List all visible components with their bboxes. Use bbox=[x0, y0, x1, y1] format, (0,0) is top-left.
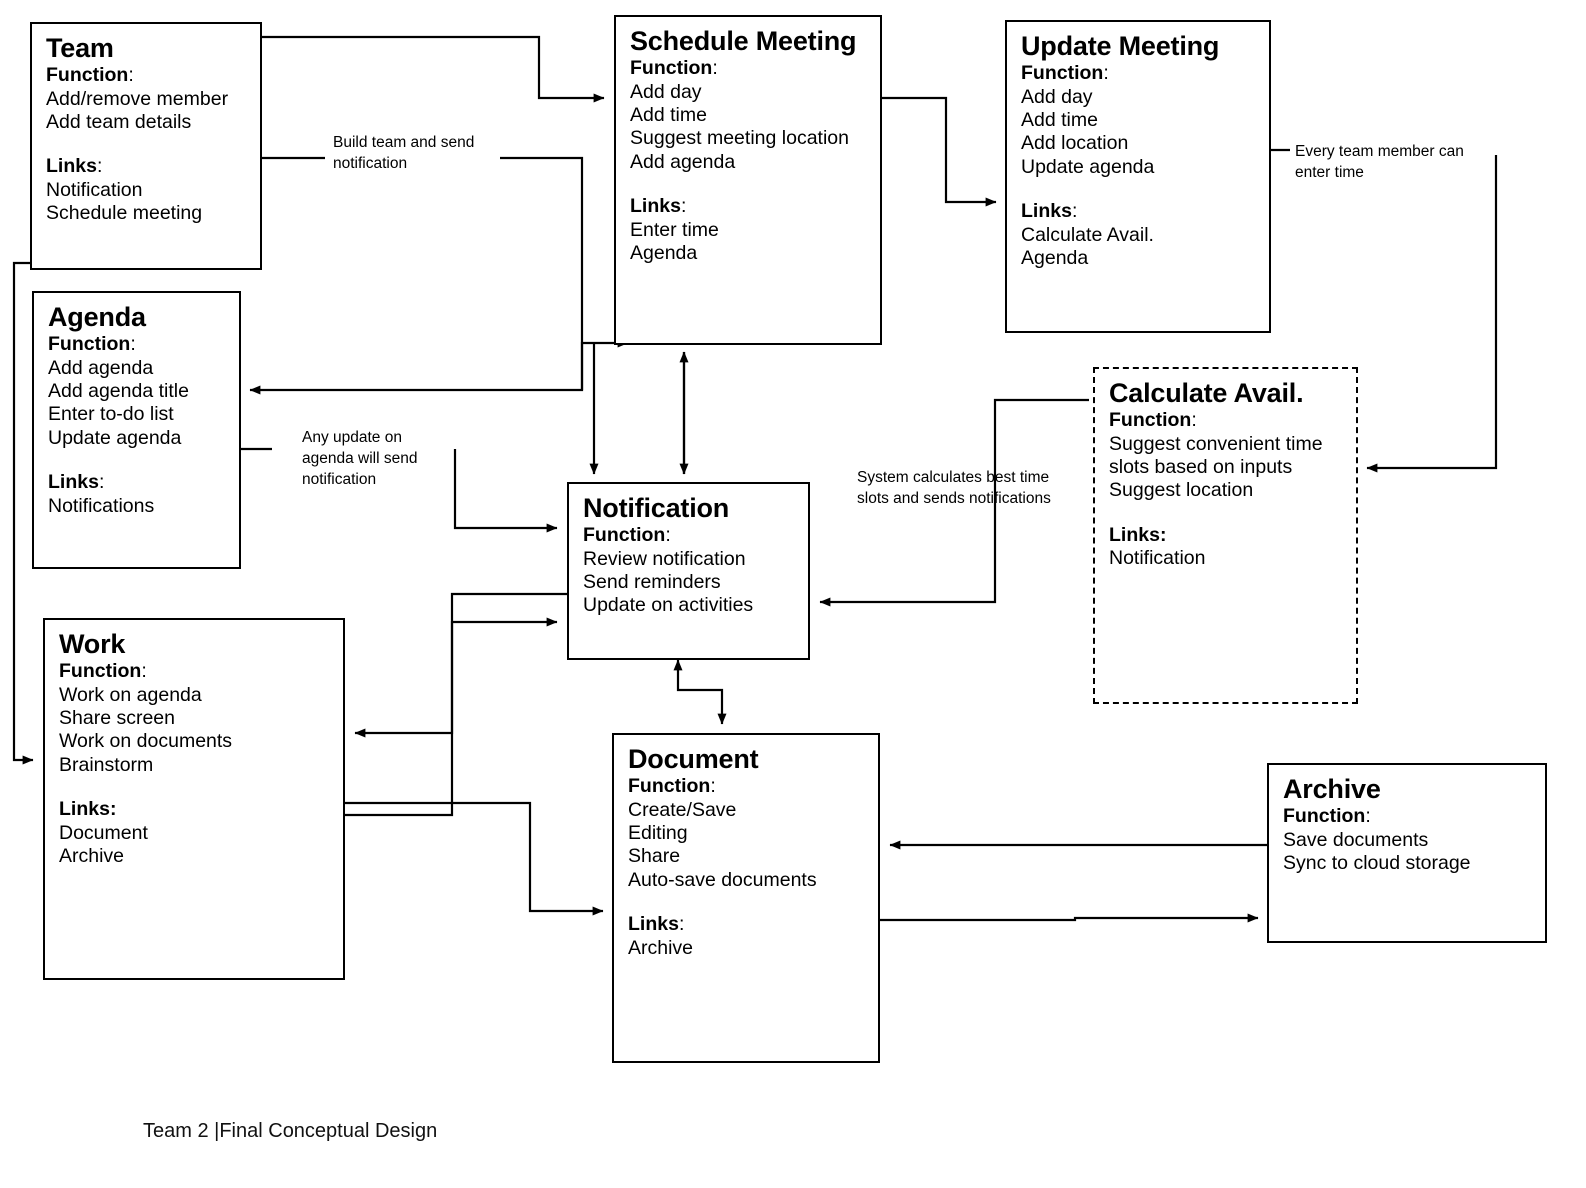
node-schedule-meeting-function-item: Add agenda bbox=[630, 150, 736, 173]
node-work-function-item: Brainstorm bbox=[59, 753, 154, 776]
spacer bbox=[48, 450, 239, 471]
edge-team-to-schedule-meeting bbox=[262, 35, 605, 103]
edge-into-schedule-meeting-bottom bbox=[580, 338, 629, 390]
node-team-link-item: Notification bbox=[46, 178, 143, 201]
node-agenda-function-item: Update agenda bbox=[48, 426, 182, 449]
node-schedule-meeting-function-item: Suggest meeting location bbox=[630, 127, 849, 150]
node-document-title: Document bbox=[628, 744, 759, 774]
edge-document-to-archive bbox=[880, 913, 1259, 923]
node-document-function-item: Editing bbox=[628, 821, 688, 844]
node-document-function-label: Function: bbox=[628, 775, 716, 798]
node-agenda-function-item: Enter to-do list bbox=[48, 403, 174, 426]
node-update-meeting-link-item: Calculate Avail. bbox=[1021, 223, 1154, 246]
node-team-function-item: Add/remove member bbox=[46, 87, 229, 110]
node-archive-title: Archive bbox=[1283, 774, 1381, 804]
edge-label-system-calculates: System calculates best time slots and se… bbox=[857, 469, 1051, 507]
node-document[interactable]: Document Function: Create/Save Editing S… bbox=[612, 733, 880, 1063]
edge-work-to-notification bbox=[345, 617, 558, 817]
node-update-meeting-function-label: Function: bbox=[1021, 62, 1109, 85]
node-calculate-avail-title: Calculate Avail. bbox=[1109, 378, 1304, 408]
node-agenda-links-label: Links: bbox=[48, 471, 105, 494]
node-schedule-meeting-function-item: Add time bbox=[630, 103, 707, 126]
node-work-function-item: Share screen bbox=[59, 706, 175, 729]
node-work-link-item: Document bbox=[59, 821, 148, 844]
spacer bbox=[1109, 503, 1356, 524]
edge-schedule-to-update-meeting bbox=[882, 96, 997, 207]
node-notification[interactable]: Notification Function: Review notificati… bbox=[567, 482, 810, 660]
node-agenda-function-item: Add agenda bbox=[48, 356, 154, 379]
node-notification-title: Notification bbox=[583, 493, 730, 523]
node-calculate-avail-function-label: Function: bbox=[1109, 409, 1197, 432]
node-update-meeting-link-item: Agenda bbox=[1021, 246, 1089, 269]
edge-label-every-team-member: Every team member can enter time bbox=[1295, 143, 1464, 181]
node-schedule-meeting-link-item: Agenda bbox=[630, 241, 698, 264]
node-document-links-label: Links: bbox=[628, 913, 685, 936]
node-schedule-meeting-links-label: Links: bbox=[630, 195, 687, 218]
node-schedule-meeting-function-label: Function: bbox=[630, 57, 718, 80]
spacer bbox=[628, 892, 878, 913]
node-agenda-function-label: Function: bbox=[48, 333, 136, 356]
edge-team-to-work bbox=[12, 261, 34, 765]
node-update-meeting[interactable]: Update Meeting Function: Add day Add tim… bbox=[1005, 20, 1271, 333]
node-notification-function-label: Function: bbox=[583, 524, 671, 547]
node-team-link-item: Schedule meeting bbox=[46, 202, 203, 225]
spacer bbox=[46, 134, 260, 155]
node-agenda-link-item: Notifications bbox=[48, 494, 155, 517]
node-work-title: Work bbox=[59, 629, 126, 659]
node-notification-function-item: Update on activities bbox=[583, 594, 754, 617]
node-update-meeting-function-item: Update agenda bbox=[1021, 155, 1155, 178]
node-team-function-label: Function: bbox=[46, 64, 134, 87]
node-archive-function-item: Save documents bbox=[1283, 828, 1429, 851]
node-work-links-label: Links: bbox=[59, 798, 117, 821]
edge-work-to-document bbox=[345, 801, 604, 916]
node-calculate-avail-link-item: Notification bbox=[1109, 547, 1206, 570]
edge-label-any-update: Any update on agenda will send notificat… bbox=[302, 429, 418, 488]
node-agenda[interactable]: Agenda Function: Add agenda Add agenda t… bbox=[32, 291, 241, 569]
edge-label-build-team: Build team and send notification bbox=[333, 134, 475, 172]
edge-team-to-agenda-2 bbox=[249, 156, 584, 395]
edge-notification-to-document bbox=[676, 668, 727, 725]
node-archive[interactable]: Archive Function: Save documents Sync to… bbox=[1267, 763, 1547, 943]
node-document-function-item: Create/Save bbox=[628, 798, 737, 821]
edge-update-to-calculate-avail bbox=[1366, 155, 1498, 473]
node-team-function-item: Add team details bbox=[46, 110, 192, 133]
node-update-meeting-function-item: Add day bbox=[1021, 85, 1093, 108]
node-update-meeting-function-item: Add time bbox=[1021, 108, 1098, 131]
node-update-meeting-title: Update Meeting bbox=[1021, 31, 1220, 61]
node-agenda-function-item: Add agenda title bbox=[48, 379, 189, 402]
node-document-link-item: Archive bbox=[628, 936, 694, 959]
node-update-meeting-function-item: Add location bbox=[1021, 132, 1129, 155]
node-notification-function-item: Send reminders bbox=[583, 570, 721, 593]
node-team[interactable]: Team Function: Add/remove member Add tea… bbox=[30, 22, 262, 270]
node-calculate-avail-function-item: slots based on inputs bbox=[1109, 455, 1293, 478]
node-schedule-meeting-title: Schedule Meeting bbox=[630, 26, 857, 56]
node-notification-function-item: Review notification bbox=[583, 547, 746, 570]
node-calculate-avail-function-item: Suggest convenient time bbox=[1109, 432, 1323, 455]
node-work-link-item: Archive bbox=[59, 844, 125, 867]
node-archive-function-item: Sync to cloud storage bbox=[1283, 851, 1471, 874]
node-schedule-meeting[interactable]: Schedule Meeting Function: Add day Add t… bbox=[614, 15, 882, 345]
footer-caption: Team 2 |Final Conceptual Design bbox=[143, 1120, 438, 1142]
node-work-function-item: Work on agenda bbox=[59, 683, 202, 706]
node-work[interactable]: Work Function: Work on agenda Share scre… bbox=[43, 618, 345, 980]
node-calculate-avail-function-item: Suggest location bbox=[1109, 479, 1254, 502]
edge-notification-to-work bbox=[354, 592, 567, 738]
spacer bbox=[59, 777, 343, 798]
node-document-function-item: Share bbox=[628, 845, 681, 868]
node-schedule-meeting-function-item: Add day bbox=[630, 80, 702, 103]
node-agenda-title: Agenda bbox=[48, 302, 146, 332]
node-schedule-meeting-link-item: Enter time bbox=[630, 218, 719, 241]
node-document-function-item: Auto-save documents bbox=[628, 868, 817, 891]
node-archive-function-label: Function: bbox=[1283, 805, 1371, 828]
spacer bbox=[630, 174, 880, 195]
node-work-function-item: Work on documents bbox=[59, 730, 233, 753]
node-calculate-avail[interactable]: Calculate Avail. Function: Suggest conve… bbox=[1093, 367, 1358, 704]
node-team-title: Team bbox=[46, 33, 114, 63]
node-team-links-label: Links: bbox=[46, 155, 103, 178]
node-calculate-avail-links-label: Links: bbox=[1109, 523, 1167, 546]
node-update-meeting-links-label: Links: bbox=[1021, 200, 1078, 223]
spacer bbox=[1021, 179, 1269, 200]
node-work-function-label: Function: bbox=[59, 660, 147, 683]
